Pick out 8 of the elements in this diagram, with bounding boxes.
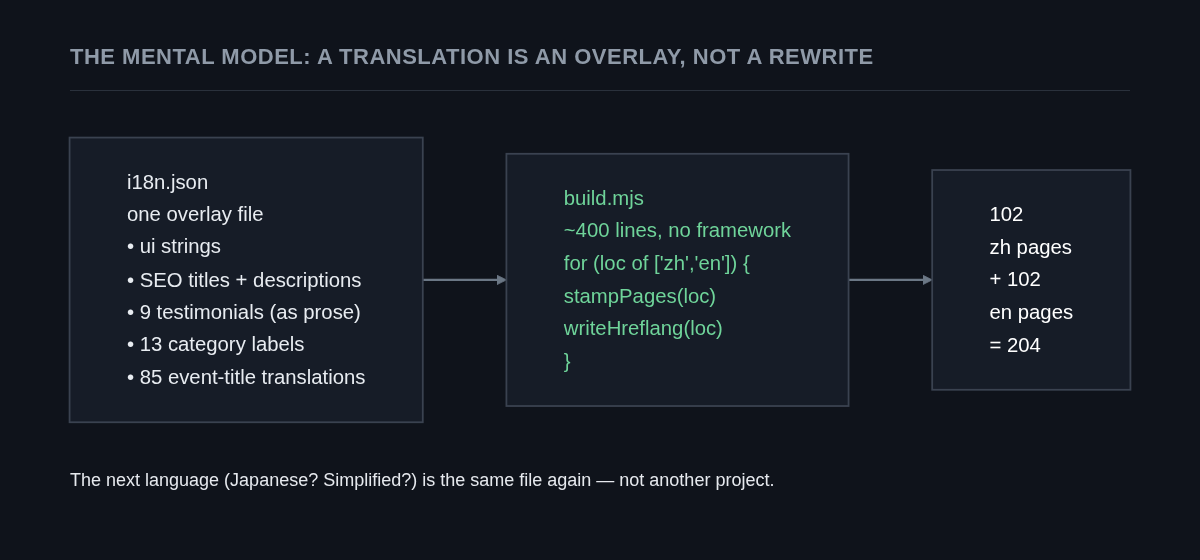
diagram-caption: The next language (Japanese? Simplified?) is the same file again — not another project. — [70, 470, 775, 491]
arrow — [422, 274, 507, 286]
diagram-title: THE MENTAL MODEL: A TRANSLATION IS AN OVERLAY, NOT A REWRITE — [70, 44, 874, 70]
flow-diagram: i18n.json one overlay file • ui strings • SEO titles + descriptions • 9 testimonials (as prose) • 13 category labels • 85 event-title translations build.mjs ~400 lines, no framework for (loc of ['zh','en']) { stampPages(loc) writeHreflang(loc) } 102 zh pages + 102 en pages = 204 — [60, 128, 1140, 432]
node-box — [505, 153, 850, 407]
arrow — [848, 274, 933, 286]
node-box — [931, 169, 1132, 391]
node-box — [68, 136, 424, 424]
